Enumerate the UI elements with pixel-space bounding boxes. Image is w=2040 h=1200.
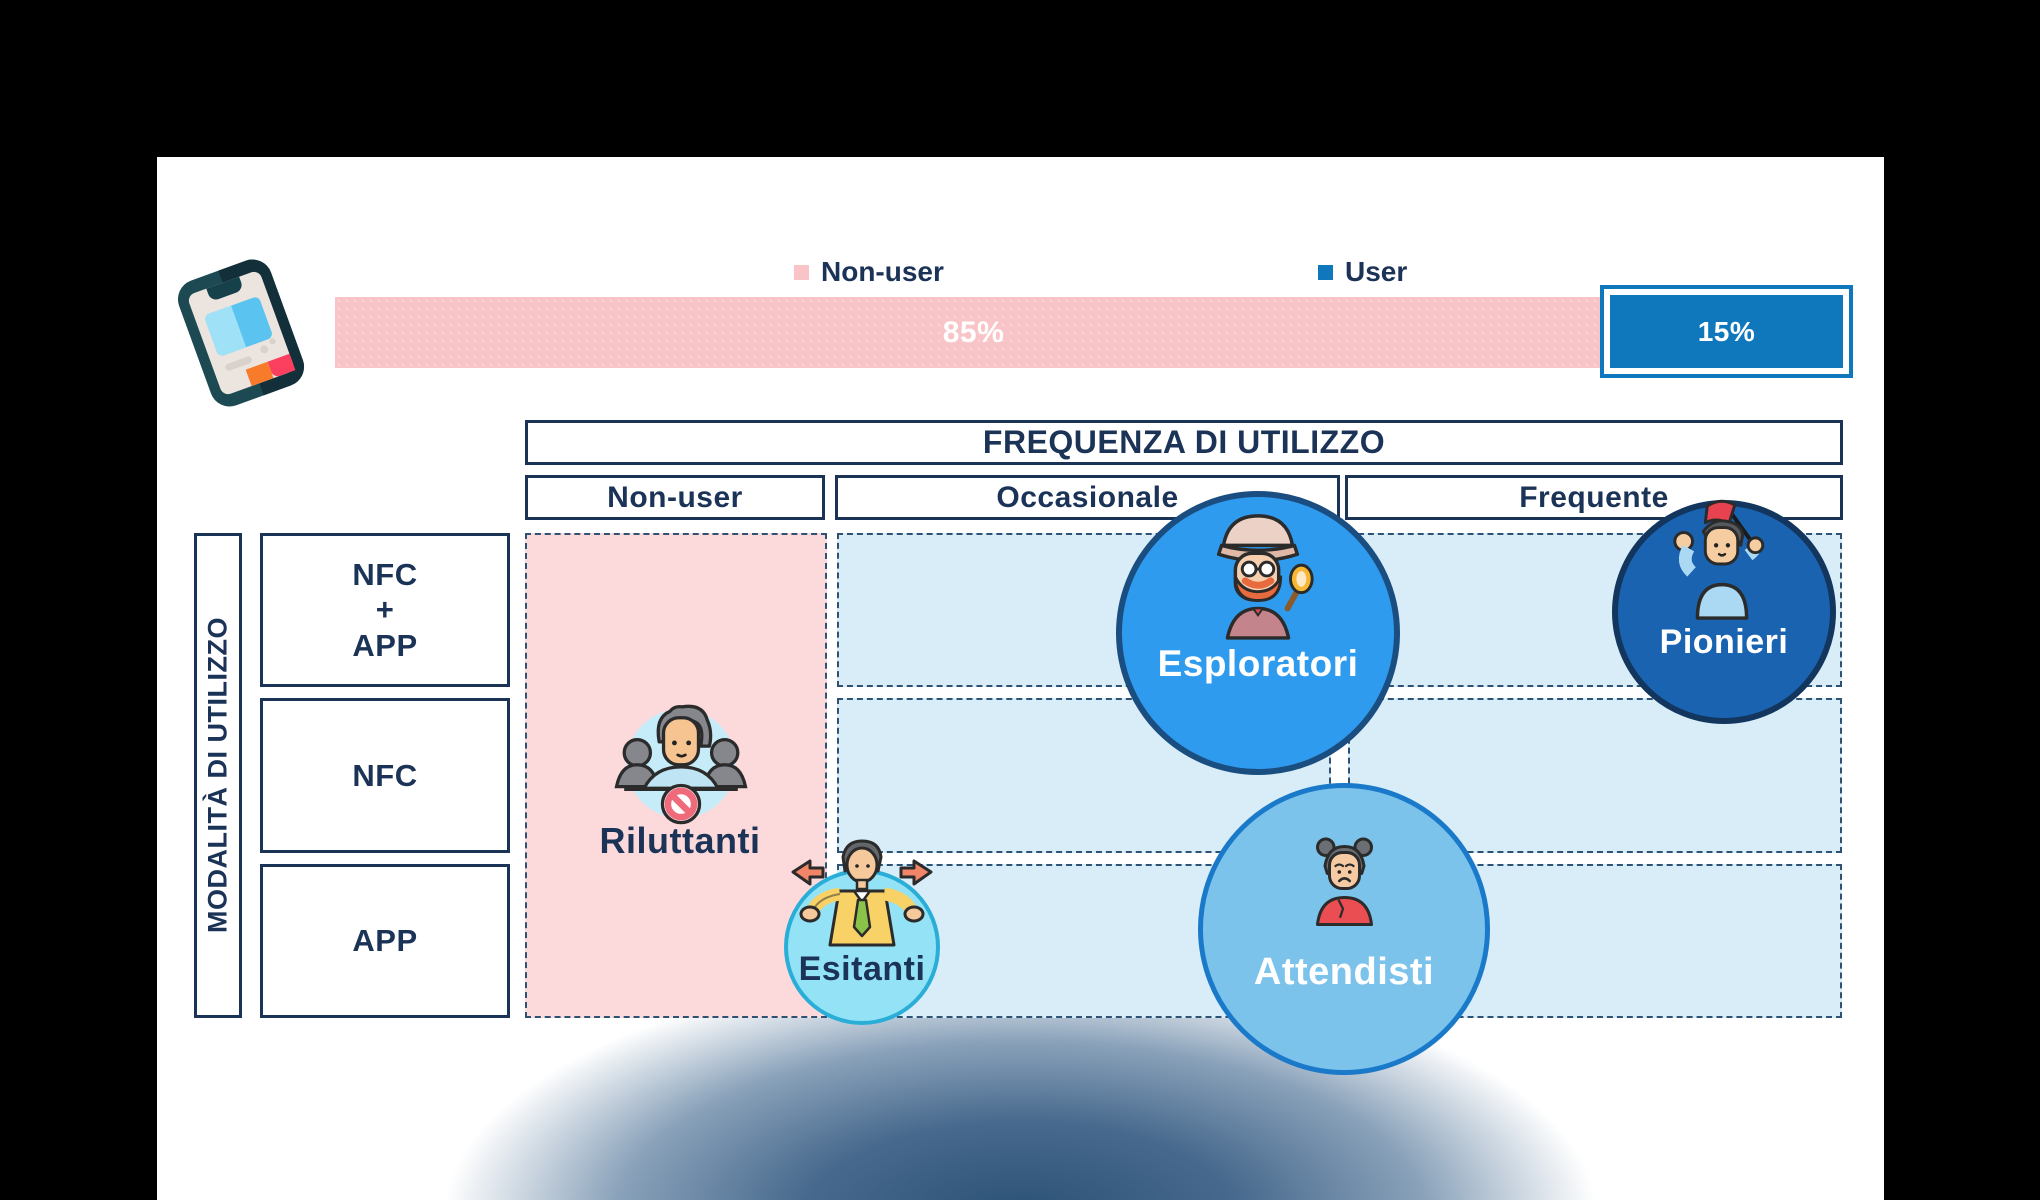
row-label-app: APP [260,864,510,1018]
bar-non-user-value: 85% [942,315,1005,349]
row-label-nfc-app: NFC + APP [260,533,510,687]
frequency-group-header: FREQUENZA DI UTILIZZO [525,420,1843,465]
row-label-line: NFC [352,556,418,592]
persona-label-pionieri: Pionieri [1659,623,1789,661]
legend-item-non-user: Non-user [794,255,944,289]
row-label-line: NFC [352,757,418,793]
row-label-line: APP [352,923,418,959]
persona-bubble-esitanti [784,869,940,1025]
legend-swatch-user [1318,264,1333,280]
non-user-bar-segment: 85% [335,297,1612,368]
user-bar-segment: 15% [1600,285,1853,378]
pionieri-icon [1664,498,1782,626]
column-header-non-user: Non-user [525,475,825,520]
persona-label-esploratori: Esploratori [1157,643,1359,684]
smartphone-icon [164,247,318,419]
persona-label-riluttanti: Riluttanti [599,820,761,861]
bar-user-value: 15% [1697,315,1756,347]
esploratori-icon [1194,502,1322,640]
persona-label-attendisti: Attendisti [1253,951,1435,993]
legend-label-non-user: Non-user [821,256,944,287]
persona-bubble-attendisti [1198,783,1490,1075]
legend-swatch-non-user [794,264,809,280]
legend-label-user: User [1345,256,1408,287]
legend-item-user: User [1318,255,1407,289]
esitanti-icon [787,835,937,965]
persona-label-esitanti: Esitanti [798,950,926,988]
row-label-line: APP [352,627,418,663]
mode-group-header: MODALITÀ DI UTILIZZO [194,533,242,1018]
attendisti-icon [1307,825,1382,937]
row-label-nfc: NFC [260,698,510,853]
riluttanti-icon [613,685,749,827]
slide: Non-user User 85% 15% FREQUENZA DI UTILI… [157,157,1884,1200]
row-label-line: + [375,592,395,628]
